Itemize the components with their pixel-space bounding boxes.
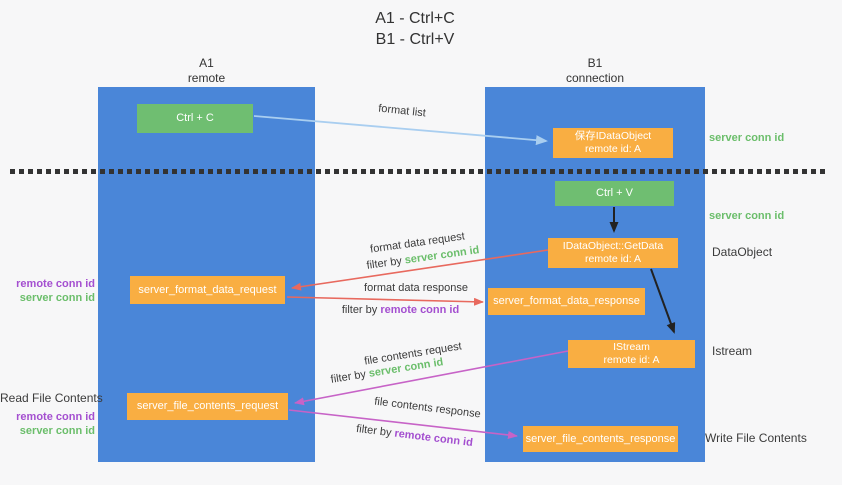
right-label-dataobject: DataObject — [712, 245, 773, 259]
diagram-title: A1 - Ctrl+C B1 - Ctrl+V — [300, 8, 530, 50]
left-label-server-conn-id-2: server conn id — [19, 425, 95, 437]
node-file-request-label: server_file_contents_request — [136, 400, 279, 412]
node-getdata-line1: IDataObject::GetData — [562, 240, 664, 252]
node-file-response-label: server_file_contents_response — [525, 432, 676, 445]
filter-by-text-4: filter by — [355, 422, 396, 440]
node-istream: IStream remote id: A — [568, 340, 695, 368]
edge-label-format-data-response: format data response — [364, 282, 468, 294]
lane-b1-title: B1 — [587, 56, 603, 70]
right-label-server-conn-id-mid: server conn id — [709, 210, 785, 222]
left-label-server-conn-id-1: server conn id — [19, 292, 95, 304]
node-server-file-contents-request: server_file_contents_request — [127, 393, 288, 420]
lane-a1-title: A1 — [199, 56, 214, 70]
arrow-format-data-response — [286, 296, 484, 306]
node-ctrl-c: Ctrl + C — [137, 104, 253, 133]
edge-label-filter-remote-1: filter by remote conn id — [338, 304, 463, 316]
lane-a1-subtitle: remote — [187, 71, 226, 85]
node-getdata-line2: remote id: A — [584, 253, 642, 265]
filter-by-text-1: filter by — [365, 254, 406, 272]
node-format-response-label: server_format_data_response — [493, 295, 640, 307]
node-istream-line2: remote id: A — [603, 354, 660, 366]
left-label-remote-conn-id-1: remote conn id — [16, 278, 95, 290]
right-label-istream: Istream — [712, 344, 753, 358]
title-line-1: A1 - Ctrl+C — [375, 10, 455, 27]
remote-conn-id-text-1: remote conn id — [380, 304, 460, 316]
node-save-idataobject-line2: remote id: A — [584, 143, 642, 155]
right-label-server-conn-id-top: server conn id — [709, 132, 785, 144]
node-istream-line1: IStream — [613, 341, 650, 353]
edge-label-format-list: format list — [377, 102, 427, 120]
node-ctrl-c-label: Ctrl + C — [176, 112, 214, 124]
right-label-write-file-contents: Write File Contents — [705, 431, 807, 445]
edge-label-filter-remote-2: filter by remote conn id — [352, 422, 478, 449]
remote-conn-id-text-2: remote conn id — [393, 427, 474, 450]
node-format-request-label: server_format_data_request — [138, 283, 277, 296]
node-ctrl-v: Ctrl + V — [555, 181, 674, 206]
lane-b1-subtitle: connection — [565, 71, 625, 85]
node-ctrl-v-label: Ctrl + V — [596, 187, 633, 199]
node-idataobject-getdata: IDataObject::GetData remote id: A — [548, 238, 678, 268]
node-server-format-data-response: server_format_data_response — [488, 288, 645, 315]
left-label-remote-conn-id-2: remote conn id — [16, 411, 95, 423]
dotted-separator-line — [10, 169, 825, 174]
edge-label-file-contents-response: file contents response — [373, 395, 482, 421]
node-save-idataobject: 保存IDataObject remote id: A — [553, 128, 673, 158]
left-label-read-file-contents: Read File Contents — [0, 391, 103, 405]
filter-by-text-3: filter by — [329, 367, 370, 386]
lane-header-b1: B1 connection — [485, 56, 705, 86]
filter-by-text-2: filter by — [341, 304, 381, 316]
lane-header-a1: A1 remote — [98, 56, 315, 86]
node-save-idataobject-line1: 保存IDataObject — [574, 130, 652, 142]
title-line-2: B1 - Ctrl+V — [375, 31, 455, 48]
node-server-file-contents-response: server_file_contents_response — [523, 426, 678, 452]
node-server-format-data-request: server_format_data_request — [130, 276, 285, 304]
